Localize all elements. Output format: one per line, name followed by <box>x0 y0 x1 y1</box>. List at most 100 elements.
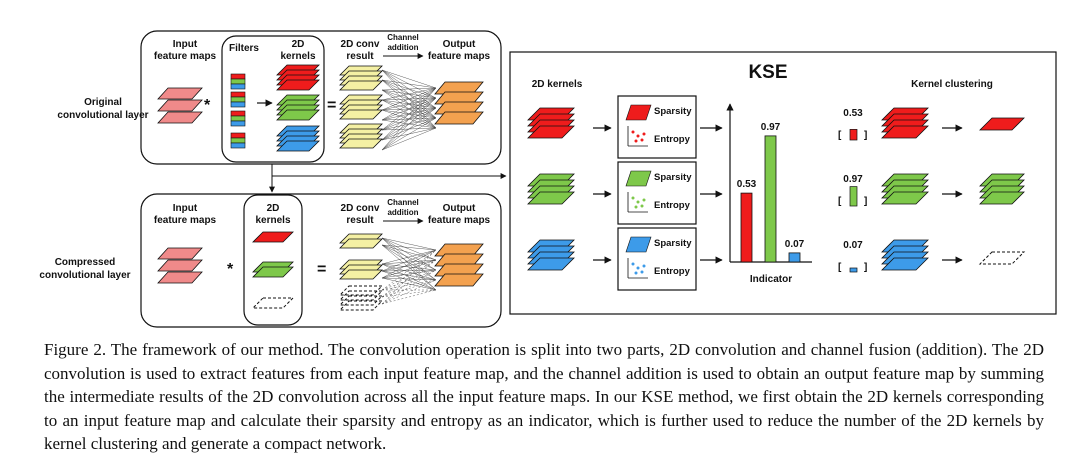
c-input-map-sheet <box>157 271 203 284</box>
c-channel-line <box>381 263 437 281</box>
entropy-label: Entropy <box>654 134 691 145</box>
entropy-dot <box>642 264 646 268</box>
input-map-sheet <box>157 111 203 124</box>
filter-cubes <box>230 73 246 149</box>
filter-slice-blue <box>230 120 246 127</box>
c-channel-line <box>381 277 437 281</box>
entropy-dot <box>642 132 646 136</box>
filter-slice-green <box>230 137 246 144</box>
cluster-input-stack-sheet <box>881 191 929 205</box>
conv-result-sheet <box>339 109 383 120</box>
cluster-value-label: 0.07 <box>843 240 863 251</box>
c-conv-result-label-1: 2D conv <box>341 203 380 214</box>
c-conv-result-removed <box>338 300 384 311</box>
kernels-label-1: 2D <box>292 39 305 50</box>
conv-result-sheet <box>339 138 383 149</box>
compressed-input-maps <box>157 247 203 284</box>
channel-line <box>381 87 437 101</box>
entropy-dot <box>634 205 638 209</box>
cluster-value-label: 0.53 <box>843 108 863 119</box>
channel-line <box>381 79 437 89</box>
c-channel-line <box>381 279 437 291</box>
entropy-dot <box>631 130 635 134</box>
channel-line <box>381 87 437 141</box>
cluster-bracket-left: [ <box>838 262 842 273</box>
channel-add-label-1: Channel <box>387 33 419 42</box>
compressed-label-line1: Compressed <box>55 257 116 268</box>
original-2d-kernels <box>276 64 320 152</box>
cluster-bracket-right: ] <box>864 262 867 273</box>
c-conv-result-sheet <box>339 269 383 280</box>
clustered-green-sheet <box>979 191 1025 205</box>
cluster-mini-bar <box>849 186 858 207</box>
c-channel-line <box>381 244 437 281</box>
c-channel-line <box>381 244 437 291</box>
c-kernel-red <box>252 231 294 243</box>
c-channel-line <box>381 259 437 279</box>
output-map-sheet <box>434 111 484 125</box>
c-output-maps-label-2: feature maps <box>428 215 491 226</box>
cluster-input-stack-sheet <box>881 257 929 271</box>
multiply-sign: * <box>204 97 211 114</box>
filter-slice-red <box>230 132 246 139</box>
compressed-label-line2: convolutional layer <box>39 270 130 281</box>
entropy-dot <box>631 262 635 266</box>
entropy-dot <box>640 138 644 142</box>
c-channel-line <box>381 269 437 305</box>
c-channel-line <box>381 244 437 261</box>
c-input-map-sheet <box>157 259 203 272</box>
clustered-blue-removed <box>978 251 1026 265</box>
c-conv-result-label-2: result <box>346 215 374 226</box>
kse-kernel-stack-sheet <box>527 257 575 271</box>
cluster-value-label: 0.97 <box>843 174 863 185</box>
output-maps-label-2: feature maps <box>428 51 491 62</box>
input-maps-label-2: feature maps <box>154 51 217 62</box>
indicator-bar-label: 0.53 <box>737 179 757 190</box>
compressed-layer-panel: Compressed convolutional layer Input fea… <box>39 193 502 328</box>
c-channel-line <box>381 263 437 271</box>
c-channel-line <box>381 249 437 272</box>
cluster-mini-bar <box>849 267 858 273</box>
entropy-dot <box>634 271 638 275</box>
original-output-maps <box>434 81 484 125</box>
figure-caption: Figure 2. The framework of our method. T… <box>44 340 1044 453</box>
channel-line <box>381 87 437 91</box>
kernel-clustering-label: Kernel clustering <box>911 79 993 90</box>
channel-line <box>381 107 437 151</box>
c-multiply-sign: * <box>227 261 234 278</box>
c-input-map-sheet <box>157 247 203 260</box>
original-label-line1: Original <box>84 97 122 108</box>
cluster-bracket-left: [ <box>838 130 842 141</box>
channel-line <box>381 127 437 151</box>
c-channel-line <box>381 259 437 291</box>
indicator-bar-label: 0.97 <box>761 122 781 133</box>
sparsity-icon <box>625 104 652 121</box>
c-channel-line <box>381 259 437 272</box>
c-equals-sign: = <box>317 261 326 278</box>
filter-slice-blue <box>230 101 246 108</box>
cluster-mini-bar <box>849 129 858 141</box>
kernel-blue-sheet <box>276 140 320 152</box>
channel-line <box>381 117 437 151</box>
indicator-bar-label: 0.07 <box>785 239 805 250</box>
entropy-dot <box>640 204 644 208</box>
c-channel-line <box>381 263 437 291</box>
c-channel-line <box>381 237 437 271</box>
kernel-green-sheet <box>276 109 320 121</box>
flow-connectors <box>269 164 507 193</box>
filter-slice-green <box>230 115 246 122</box>
c-channel-add-label-1: Channel <box>387 198 419 207</box>
c-channel-line <box>381 269 437 272</box>
c-channel-line <box>381 237 437 251</box>
original-layer-panel: Original convolutional layer Input featu… <box>57 30 502 165</box>
indicator-bar <box>740 192 753 263</box>
c-channel-line <box>381 270 437 281</box>
channel-line <box>381 87 437 151</box>
compressed-channel-lines <box>381 237 437 305</box>
indicator-label: Indicator <box>750 274 792 285</box>
original-label-line2: convolutional layer <box>57 110 148 121</box>
original-layer-box <box>140 30 502 165</box>
filter-slice-green <box>230 96 246 103</box>
sparsity-icon <box>625 236 652 253</box>
entropy-label: Entropy <box>654 200 691 211</box>
